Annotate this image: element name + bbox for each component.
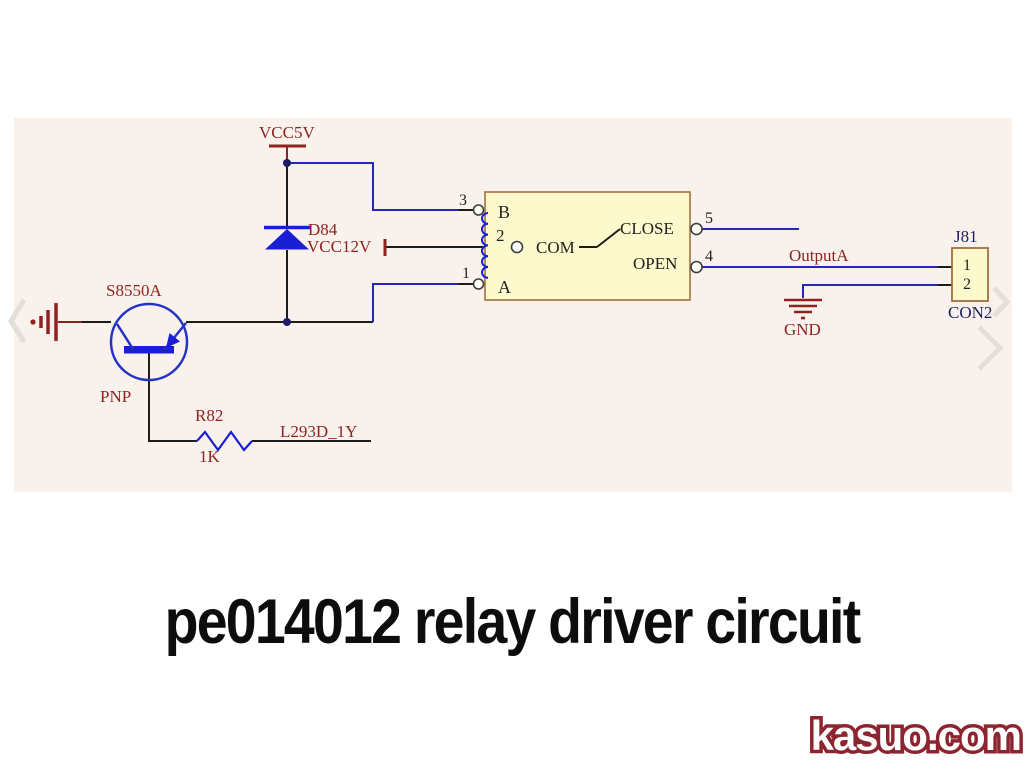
- relay-open-label: OPEN: [633, 254, 678, 273]
- transistor-type-label: PNP: [100, 387, 132, 406]
- relay-com-label: COM: [536, 238, 575, 257]
- page-title: pe014012 relay driver circuit: [164, 587, 862, 657]
- connector-pin1-number: 1: [963, 257, 971, 274]
- resistor-value-label: 1K: [199, 447, 220, 466]
- transistor-symbol: [109, 302, 189, 382]
- relay-pin2-terminal: [510, 240, 524, 254]
- chevron-left-icon: [8, 298, 27, 344]
- relay-pin2-label: 2: [496, 226, 505, 245]
- connector-body: [951, 247, 989, 302]
- emitter-arrow-icon: [166, 333, 180, 348]
- resistor-symbol: [196, 430, 253, 452]
- relay-pin4-terminal: [690, 260, 703, 274]
- connector-ref-label: J81: [954, 227, 978, 246]
- relay-coil-symbol: [481, 212, 489, 279]
- relay-pin5-terminal: [690, 222, 703, 236]
- faint-chevron-marks: [8, 286, 1011, 371]
- watermark-kasuo: kasuo.com: [807, 709, 1024, 763]
- junction-dots: [283, 159, 291, 326]
- black-wires: [82, 163, 952, 442]
- gnd-label: GND: [784, 320, 821, 339]
- net-label-l293d: L293D_1Y: [280, 422, 358, 441]
- net-label-outputa: OutputA: [789, 246, 849, 265]
- chevron-small-icon: [992, 286, 1011, 318]
- relay-pin5-number: 5: [705, 210, 713, 227]
- transistor-ref-label: S8550A: [106, 281, 162, 300]
- vcc5v-label: VCC5V: [259, 123, 315, 142]
- left-ground-symbol: [30, 303, 82, 341]
- relay-pin3-number: 3: [459, 192, 467, 209]
- relay-pin-b-label: B: [498, 202, 511, 222]
- relay-pin4-number: 4: [705, 248, 713, 265]
- chevron-right-icon: [977, 325, 1004, 371]
- diode-ref-label: D84: [308, 220, 338, 239]
- diode-symbol: [264, 225, 310, 250]
- relay-pin3-terminal: [472, 204, 485, 216]
- vcc12v-label: VCC12V: [307, 237, 372, 256]
- schematic-background: [14, 118, 1012, 492]
- connector-pin2-number: 2: [963, 276, 971, 293]
- connector-type-label: CON2: [948, 303, 993, 322]
- resistor-ref-label: R82: [195, 406, 224, 425]
- relay-close-label: CLOSE: [620, 219, 674, 238]
- relay-pin-a-label: A: [498, 277, 511, 297]
- relay-switch-symbol: [579, 228, 621, 248]
- blue-wires: [287, 162, 938, 322]
- gnd-symbol: [784, 298, 822, 320]
- relay-pin1-terminal: [472, 278, 485, 290]
- pin-terminals: [472, 204, 703, 290]
- relay-pin1-number: 1: [462, 265, 470, 282]
